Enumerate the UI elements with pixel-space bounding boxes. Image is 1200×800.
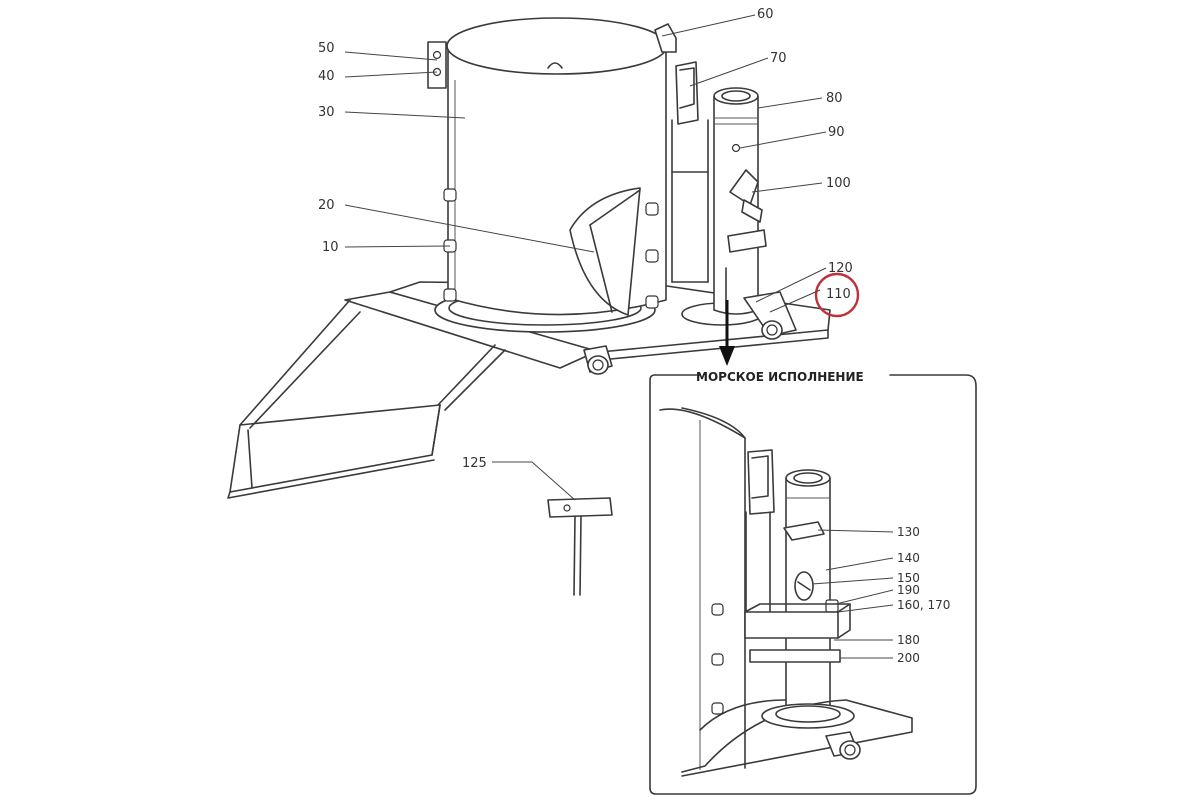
sensor-125 [547, 497, 613, 596]
hook-assembly [583, 291, 797, 375]
label-120: 120 [828, 261, 853, 276]
label-190: 190 [897, 583, 920, 597]
main-assembly [227, 17, 860, 596]
inset-marine-version: МОРСКОЕ ИСПОЛНЕНИЕ [649, 370, 977, 795]
label-200: 200 [897, 651, 920, 665]
clip-70 [675, 61, 699, 125]
label-125: 125 [462, 456, 487, 471]
side-flap [569, 187, 641, 316]
label-20: 20 [318, 198, 335, 213]
arrow-to-inset [719, 300, 735, 366]
label-70: 70 [770, 51, 787, 66]
label-30: 30 [318, 105, 335, 120]
vertical-strap [671, 119, 709, 283]
sensor-tube [713, 87, 767, 315]
top-bracket [427, 41, 447, 89]
top-handle [654, 23, 677, 53]
inset-title: МОРСКОЕ ИСПОЛНЕНИЕ [696, 370, 864, 384]
label-50: 50 [318, 41, 335, 56]
label-60: 60 [757, 7, 774, 22]
label-140: 140 [897, 551, 920, 565]
label-90: 90 [828, 125, 845, 140]
label-80: 80 [826, 91, 843, 106]
label-130: 130 [897, 525, 920, 539]
label-160-170: 160, 170 [897, 598, 950, 612]
highlight-circle [814, 272, 860, 318]
main-cylinder [446, 17, 668, 316]
label-180: 180 [897, 633, 920, 647]
label-40: 40 [318, 69, 335, 84]
label-150: 150 [897, 571, 920, 585]
label-100: 100 [826, 176, 851, 191]
tilted-tray [227, 291, 601, 499]
label-110: 110 [826, 287, 851, 302]
part-labels: 50 40 30 20 10 60 70 80 90 100 120 110 1… [318, 7, 853, 471]
leader-lines [344, 14, 827, 501]
label-10: 10 [322, 240, 339, 255]
cylinder-bolts [443, 188, 659, 309]
